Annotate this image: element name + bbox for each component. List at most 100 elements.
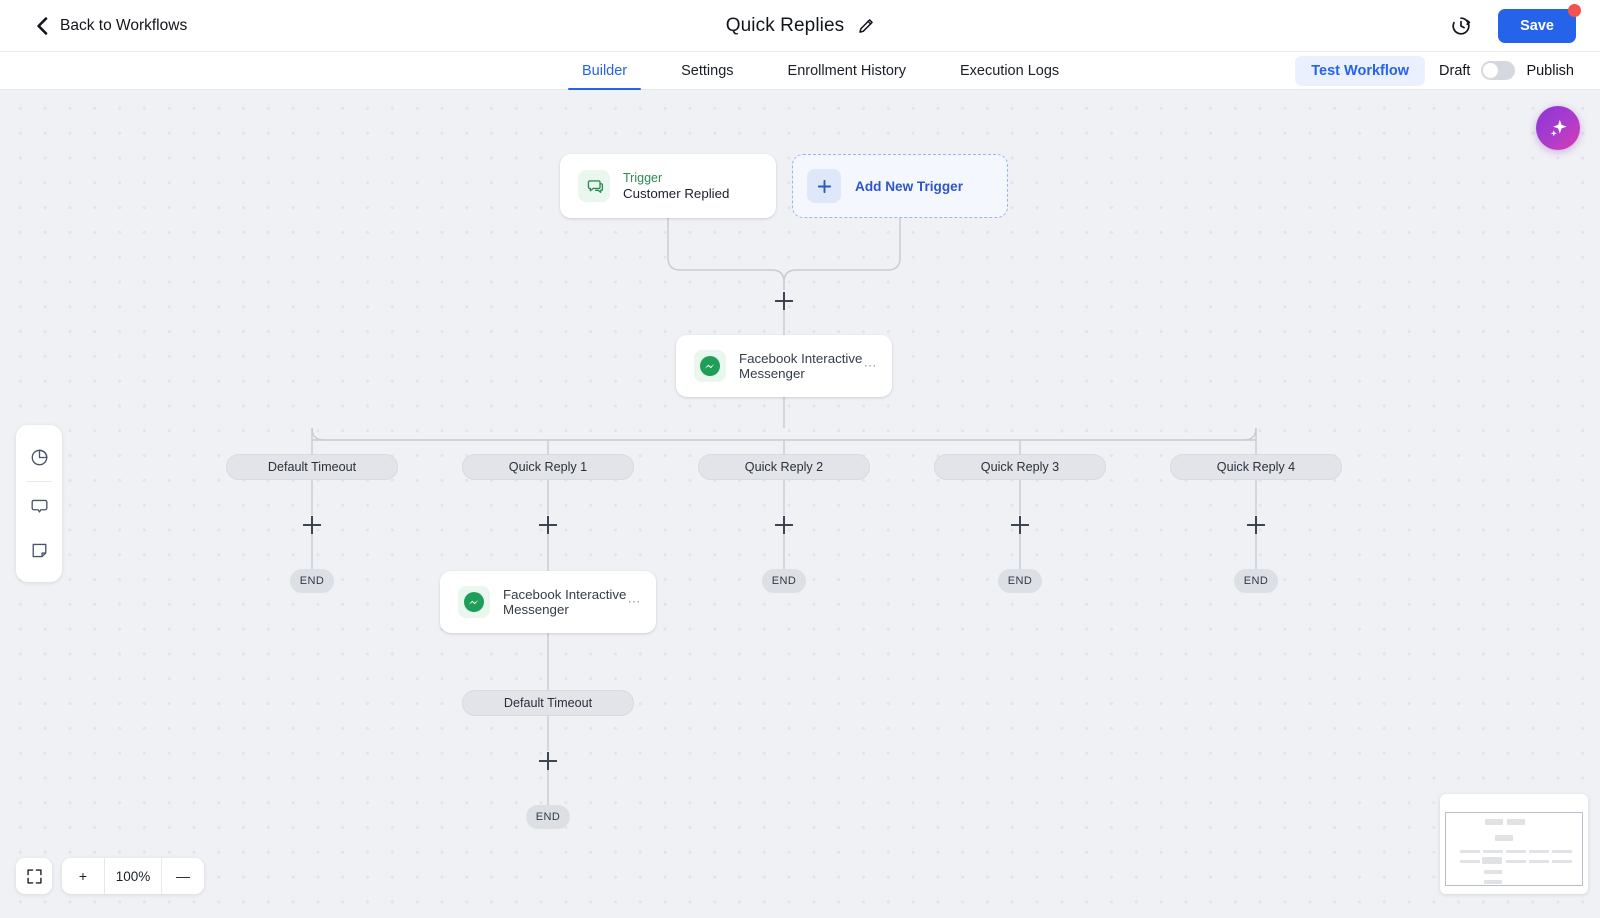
comment-bubble-icon — [31, 499, 47, 513]
node-1-title-line2: Messenger — [739, 366, 805, 381]
rail-button-comments[interactable] — [16, 484, 62, 528]
minimap-node — [1482, 857, 1502, 864]
facebook-messenger-icon — [458, 586, 490, 618]
add-step-button-branch-2[interactable] — [775, 516, 793, 534]
ai-assistant-button[interactable] — [1536, 106, 1580, 150]
publish-toggle-group: Draft Publish — [1439, 61, 1574, 80]
tab-enrollment-history-label: Enrollment History — [787, 62, 906, 79]
minimap-node — [1507, 819, 1525, 825]
rail-button-notes[interactable] — [16, 528, 62, 572]
node-1-title-line1: Facebook Interactive — [739, 350, 863, 366]
branch-pill-quick-reply-1[interactable]: Quick Reply 1 — [462, 454, 634, 480]
branch-pill-default-timeout[interactable]: Default Timeout — [226, 454, 398, 480]
minimap-node — [1529, 860, 1549, 863]
toggle-knob — [1483, 63, 1499, 78]
trigger-node-kicker: Trigger — [623, 171, 663, 185]
minimap-node — [1495, 835, 1513, 841]
top-bar-actions: Save — [1450, 3, 1581, 43]
tab-bar: Builder Settings Enrollment History Exec… — [0, 52, 1600, 90]
facebook-messenger-node-1-text: Facebook Interactive Messenger — [739, 351, 862, 382]
add-step-button-branch-0[interactable] — [303, 516, 321, 534]
back-to-workflows-button[interactable]: Back to Workflows — [36, 17, 187, 35]
tab-execution-logs-label: Execution Logs — [960, 62, 1060, 79]
minimap-node — [1484, 880, 1502, 884]
facebook-messenger-node-2[interactable]: Facebook Interactive Messenger ⋯ — [440, 571, 656, 633]
end-node-branch-3[interactable]: END — [998, 569, 1042, 593]
top-bar: Back to Workflows Quick Replies Save — [0, 0, 1600, 52]
tab-enrollment-history[interactable]: Enrollment History — [774, 52, 920, 89]
minimap-node — [1484, 870, 1502, 874]
tab-settings[interactable]: Settings — [667, 52, 747, 89]
node-2-title-line1: Facebook Interactive — [503, 586, 627, 602]
branch-pill-quick-reply-3[interactable]: Quick Reply 3 — [934, 454, 1106, 480]
end-node-sub-branch[interactable]: END — [526, 805, 570, 829]
sub-branch-pill-label: Default Timeout — [503, 696, 593, 710]
facebook-messenger-node-2-text: Facebook Interactive Messenger — [503, 587, 626, 618]
add-step-button-branch-3[interactable] — [1011, 516, 1029, 534]
tab-settings-label: Settings — [681, 62, 734, 79]
add-step-button-branch-1[interactable] — [539, 516, 557, 534]
tab-execution-logs[interactable]: Execution Logs — [946, 52, 1073, 89]
add-step-button-sub-branch[interactable] — [539, 752, 557, 770]
workflow-canvas[interactable]: Trigger Customer Replied Add New Trigger — [0, 90, 1600, 918]
minimap-node — [1552, 850, 1572, 853]
branch-pill-label: Quick Reply 2 — [744, 460, 824, 474]
pie-chart-icon — [31, 449, 47, 465]
add-step-button-branch-4[interactable] — [1247, 516, 1265, 534]
tab-list: Builder Settings Enrollment History Exec… — [568, 52, 1073, 90]
add-new-trigger-button[interactable]: Add New Trigger — [792, 154, 1008, 218]
branch-pill-label: Quick Reply 4 — [1216, 460, 1296, 474]
draft-label: Draft — [1439, 62, 1471, 79]
chat-bubbles-icon — [578, 170, 610, 202]
end-node-branch-0[interactable]: END — [290, 569, 334, 593]
chevron-left-icon — [37, 16, 48, 35]
zoom-out-button[interactable]: — — [176, 868, 190, 884]
fit-screen-icon — [26, 868, 42, 884]
minimap-node — [1529, 850, 1549, 853]
sparkles-icon — [1550, 119, 1567, 137]
facebook-messenger-node-1[interactable]: Facebook Interactive Messenger ⋯ — [676, 335, 892, 397]
ellipsis-icon[interactable]: ⋯ — [863, 358, 878, 373]
end-node-branch-4[interactable]: END — [1234, 569, 1278, 593]
save-button[interactable]: Save — [1498, 3, 1581, 43]
node-2-title-line2: Messenger — [503, 602, 569, 617]
zoom-level-label: 100% — [115, 868, 151, 884]
canvas-tool-rail — [16, 425, 62, 582]
fit-to-screen-button[interactable] — [16, 858, 52, 894]
tab-bar-actions: Test Workflow Draft Publish — [1295, 52, 1574, 89]
ellipsis-icon[interactable]: ⋯ — [627, 594, 642, 609]
minimap-node — [1483, 850, 1503, 853]
tab-builder-label: Builder — [582, 62, 628, 79]
draft-publish-toggle[interactable] — [1481, 61, 1516, 80]
sub-branch-pill-default-timeout[interactable]: Default Timeout — [462, 690, 634, 716]
rail-button-analytics[interactable] — [16, 435, 62, 479]
minimap-node — [1506, 850, 1526, 853]
test-workflow-button[interactable]: Test Workflow — [1295, 55, 1426, 86]
zoom-divider — [161, 858, 162, 894]
branch-pill-quick-reply-2[interactable]: Quick Reply 2 — [698, 454, 870, 480]
minimap-node — [1506, 860, 1526, 863]
back-to-workflows-label: Back to Workflows — [60, 16, 188, 34]
tab-builder[interactable]: Builder — [568, 52, 642, 90]
branch-pill-quick-reply-4[interactable]: Quick Reply 4 — [1170, 454, 1342, 480]
trigger-node-text: Trigger Customer Replied — [623, 170, 729, 202]
pencil-icon[interactable] — [858, 18, 874, 34]
minimap-node — [1460, 850, 1480, 853]
add-step-button-root[interactable] — [775, 292, 793, 310]
trigger-node[interactable]: Trigger Customer Replied — [560, 154, 776, 218]
trigger-node-title: Customer Replied — [623, 186, 730, 201]
clock-history-icon[interactable] — [1450, 15, 1472, 37]
zoom-controls: + 100% — — [16, 858, 204, 894]
end-node-branch-2[interactable]: END — [762, 569, 806, 593]
connector-edges — [311, 218, 1257, 805]
note-icon — [32, 543, 46, 557]
minimap-node — [1485, 819, 1503, 825]
page-title: Quick Replies — [725, 15, 845, 36]
zoom-in-button[interactable]: + — [78, 868, 88, 884]
canvas-minimap[interactable] — [1440, 794, 1588, 894]
publish-label: Publish — [1526, 62, 1574, 79]
minimap-node — [1460, 860, 1480, 863]
workflow-title-group: Quick Replies — [0, 0, 1600, 52]
branch-pill-label: Quick Reply 1 — [508, 460, 588, 474]
